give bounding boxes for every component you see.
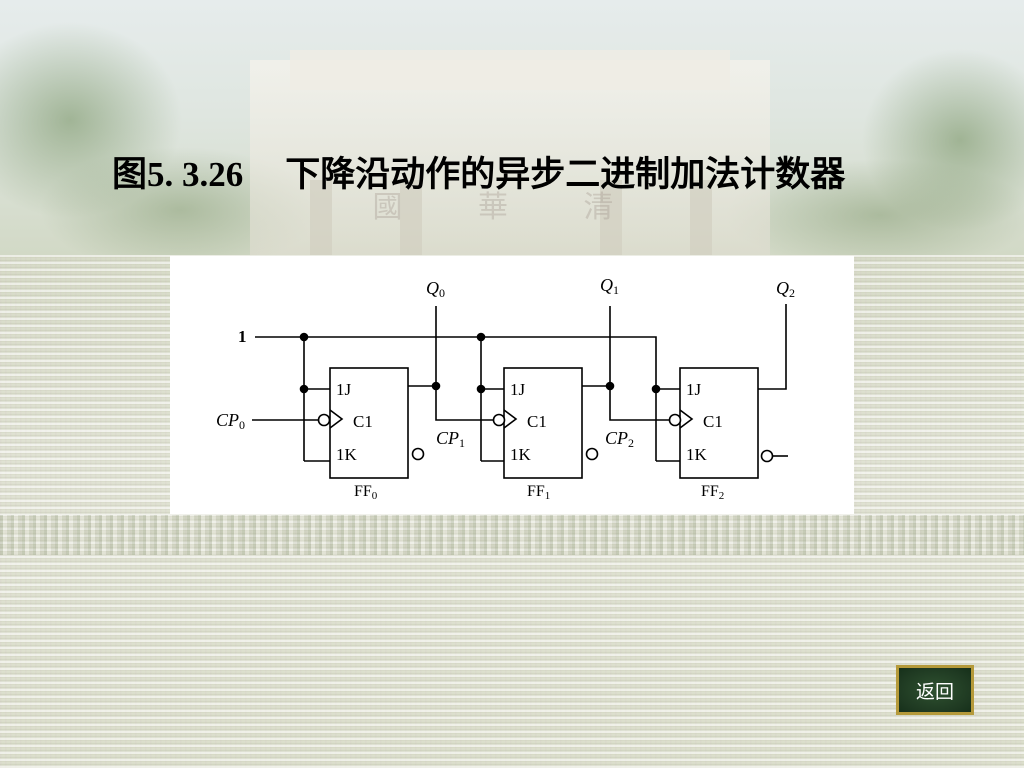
ff2-c-label: C1 [703, 412, 723, 431]
ff2-clock-bubble [668, 413, 682, 427]
logic-one-label: 1 [238, 327, 247, 346]
cp1-wire [435, 386, 495, 421]
gate-column [310, 180, 332, 255]
junction-dot [299, 332, 309, 342]
figure-number: 图5. 3.26 [112, 155, 244, 194]
gate-column [400, 180, 422, 255]
ff1-name: FF1 [527, 483, 550, 502]
junction-dot [476, 332, 486, 342]
junction-dot [605, 381, 615, 391]
ff0-k-label: 1K [336, 445, 358, 464]
junction-dot [651, 384, 661, 394]
q0-wire [408, 306, 437, 387]
ff1-k-label: 1K [510, 445, 532, 464]
slide-title: 图5. 3.26 下降沿动作的异步二进制加法计数器 [112, 146, 952, 194]
ff2-name: FF2 [701, 483, 724, 502]
circuit-diagram-panel: 1 1J C1 1K CP0 FF0 Q0 CP1 1J C1 [170, 256, 854, 514]
ff1-c-label: C1 [527, 412, 547, 431]
q2-label: Q2 [776, 278, 795, 300]
logic-one-wire [255, 336, 680, 390]
ff2-clock-triangle [679, 409, 694, 429]
circuit-diagram: 1 1J C1 1K CP0 FF0 Q0 CP1 1J C1 [216, 275, 795, 502]
ff1-qbar-bubble [585, 447, 599, 461]
junction-dot [476, 384, 486, 394]
gate-inscription: 國 華 清 [372, 191, 648, 224]
ff0-box [329, 367, 409, 479]
back-button[interactable]: 返回 [896, 665, 974, 715]
gate-roof [290, 50, 730, 90]
q1-label: Q1 [600, 275, 619, 297]
ff1-j-label: 1J [510, 380, 526, 399]
q1-wire [582, 306, 611, 387]
ff0-clock-triangle [329, 409, 344, 429]
ff2-qbar-bubble [760, 449, 774, 463]
ff1-clock-bubble [492, 413, 506, 427]
q2-wire [758, 304, 787, 390]
cp1-label: CP1 [436, 428, 465, 450]
ff0-c-label: C1 [353, 412, 373, 431]
ff0-name: FF0 [354, 483, 378, 502]
cp2-wire [609, 386, 671, 421]
ff0-clock-bubble [317, 413, 331, 427]
ff2-j-label: 1J [686, 380, 702, 399]
gate-column [600, 180, 622, 255]
campus-gate-building: 國 華 清 [250, 50, 770, 255]
ff0-j-label: 1J [336, 380, 352, 399]
junction-dot [299, 384, 309, 394]
ff1-clock-triangle [503, 409, 518, 429]
q0-label: Q0 [426, 278, 445, 300]
figure-title: 下降沿动作的异步二进制加法计数器 [285, 155, 846, 194]
gate-column [690, 180, 712, 255]
cp0-label: CP0 [216, 410, 245, 432]
ff2-k-label: 1K [686, 445, 708, 464]
texture-band [0, 515, 1024, 555]
ff0-qbar-bubble [411, 447, 425, 461]
junction-dot [431, 381, 441, 391]
cp2-label: CP2 [605, 428, 634, 450]
